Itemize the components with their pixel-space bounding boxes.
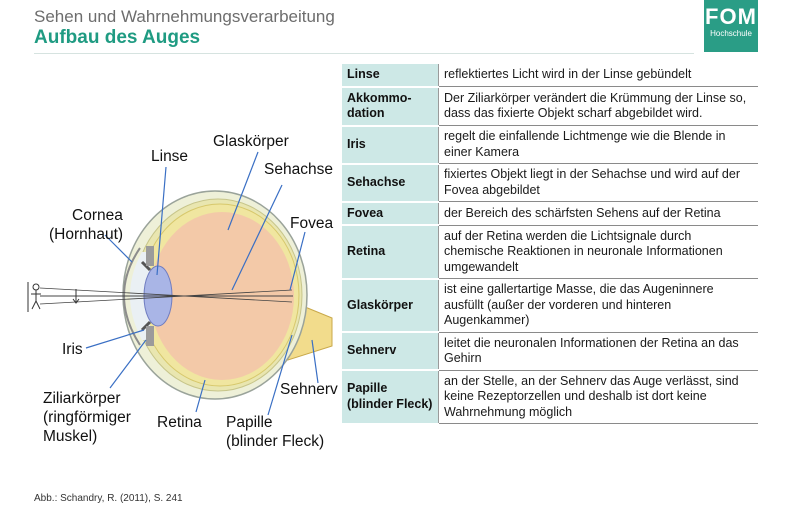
table-row: Akkommo-dation Der Ziliarkörper veränder… (342, 85, 758, 127)
table-row: Sehachse fixiertes Objekt liegt in der S… (342, 162, 758, 203)
term-cell: Glaskörper (342, 277, 439, 333)
description-cell: an der Stelle, an der Sehnerv das Auge v… (438, 370, 758, 424)
vitreous-body (150, 212, 294, 380)
description-cell: auf der Retina werden die Lichtsignale d… (438, 225, 758, 279)
header-subtitle: Sehen und Wahrnehmungsverarbeitung (34, 7, 335, 26)
page-title: Aufbau des Auges (34, 27, 201, 48)
term-cell: Sehnerv (342, 331, 439, 371)
term-cell: Linse (342, 62, 439, 88)
iris-shape (140, 260, 152, 332)
description-cell: ist eine gallertartige Masse, die das Au… (438, 278, 758, 333)
image-arrow (72, 289, 80, 304)
term-cell: Akkommo-dation (342, 85, 439, 127)
lens-shape (143, 265, 173, 327)
description-cell: regelt die einfallende Lichtmenge wie di… (438, 125, 758, 164)
term-cell: Iris (342, 124, 439, 165)
eye-parts-table: Linse reflektiertes Licht wird in der Li… (342, 62, 758, 425)
label-muskel: Muskel) (43, 428, 98, 445)
table-row: Linse reflektiertes Licht wird in der Li… (342, 62, 758, 88)
header-divider (34, 53, 694, 54)
label-sehachse: Sehachse (264, 161, 333, 178)
label-iris: Iris (62, 341, 83, 358)
description-cell: der Bereich des schärfsten Sehens auf de… (438, 201, 758, 226)
leader-lines (85, 151, 319, 416)
label-fovea: Fovea (290, 215, 334, 232)
description-cell: reflektiertes Licht wird in der Linse ge… (438, 63, 758, 87)
choroid-layer (133, 198, 303, 392)
ciliary-body-top (146, 246, 154, 266)
label-cornea: Cornea (72, 207, 123, 224)
term-cell: Papille (blinder Fleck) (342, 369, 439, 425)
logo-main-text: FOM (705, 4, 757, 29)
term-cell: Fovea (342, 200, 439, 226)
term-cell: Sehachse (342, 162, 439, 203)
anterior-chamber (130, 252, 150, 340)
table-row: Glaskörper ist eine gallertartige Masse,… (342, 277, 758, 333)
label-papille: Papille (226, 414, 273, 431)
table-row: Iris regelt die einfallende Lichtmenge w… (342, 124, 758, 165)
retina-band (140, 203, 300, 387)
term-cell: Retina (342, 224, 439, 280)
label-ziliarkoerper: Ziliarkörper (43, 390, 121, 407)
light-ray-upper (39, 287, 293, 303)
label-linse: Linse (151, 148, 189, 165)
optic-nerve (287, 299, 333, 361)
label-blinder-fleck: (blinder Fleck) (226, 433, 325, 450)
description-cell: fixiertes Objekt liegt in der Sehachse u… (438, 163, 758, 202)
light-ray-lower (39, 289, 293, 305)
table-row: Retina auf der Retina werden die Lichtsi… (342, 224, 758, 280)
table-row: Fovea der Bereich des schärfsten Sehens … (342, 200, 758, 226)
sclera (122, 190, 308, 400)
table-row: Sehnerv leitet die neuronalen Informatio… (342, 331, 758, 371)
label-retina: Retina (157, 414, 202, 431)
fom-logo: FOM Hochschule (704, 0, 758, 52)
label-ringfoermiger: (ringförmiger (43, 409, 131, 426)
observed-figure (27, 282, 41, 312)
label-hornhaut: (Hornhaut) (49, 226, 124, 243)
logo-sub-text: Hochschule (710, 29, 752, 38)
ciliary-body-bottom (146, 326, 154, 346)
image-source: Abb.: Schandry, R. (2011), S. 241 (34, 493, 183, 504)
table-row: Papille (blinder Fleck) an der Stelle, a… (342, 369, 758, 425)
description-cell: leitet die neuronalen Informationen der … (438, 332, 758, 371)
cornea (123, 247, 141, 346)
description-cell: Der Ziliarkörper verändert die Krümmung … (438, 86, 758, 126)
label-sehnerv: Sehnerv (280, 381, 338, 398)
label-glaskoerper: Glaskörper (213, 133, 289, 150)
